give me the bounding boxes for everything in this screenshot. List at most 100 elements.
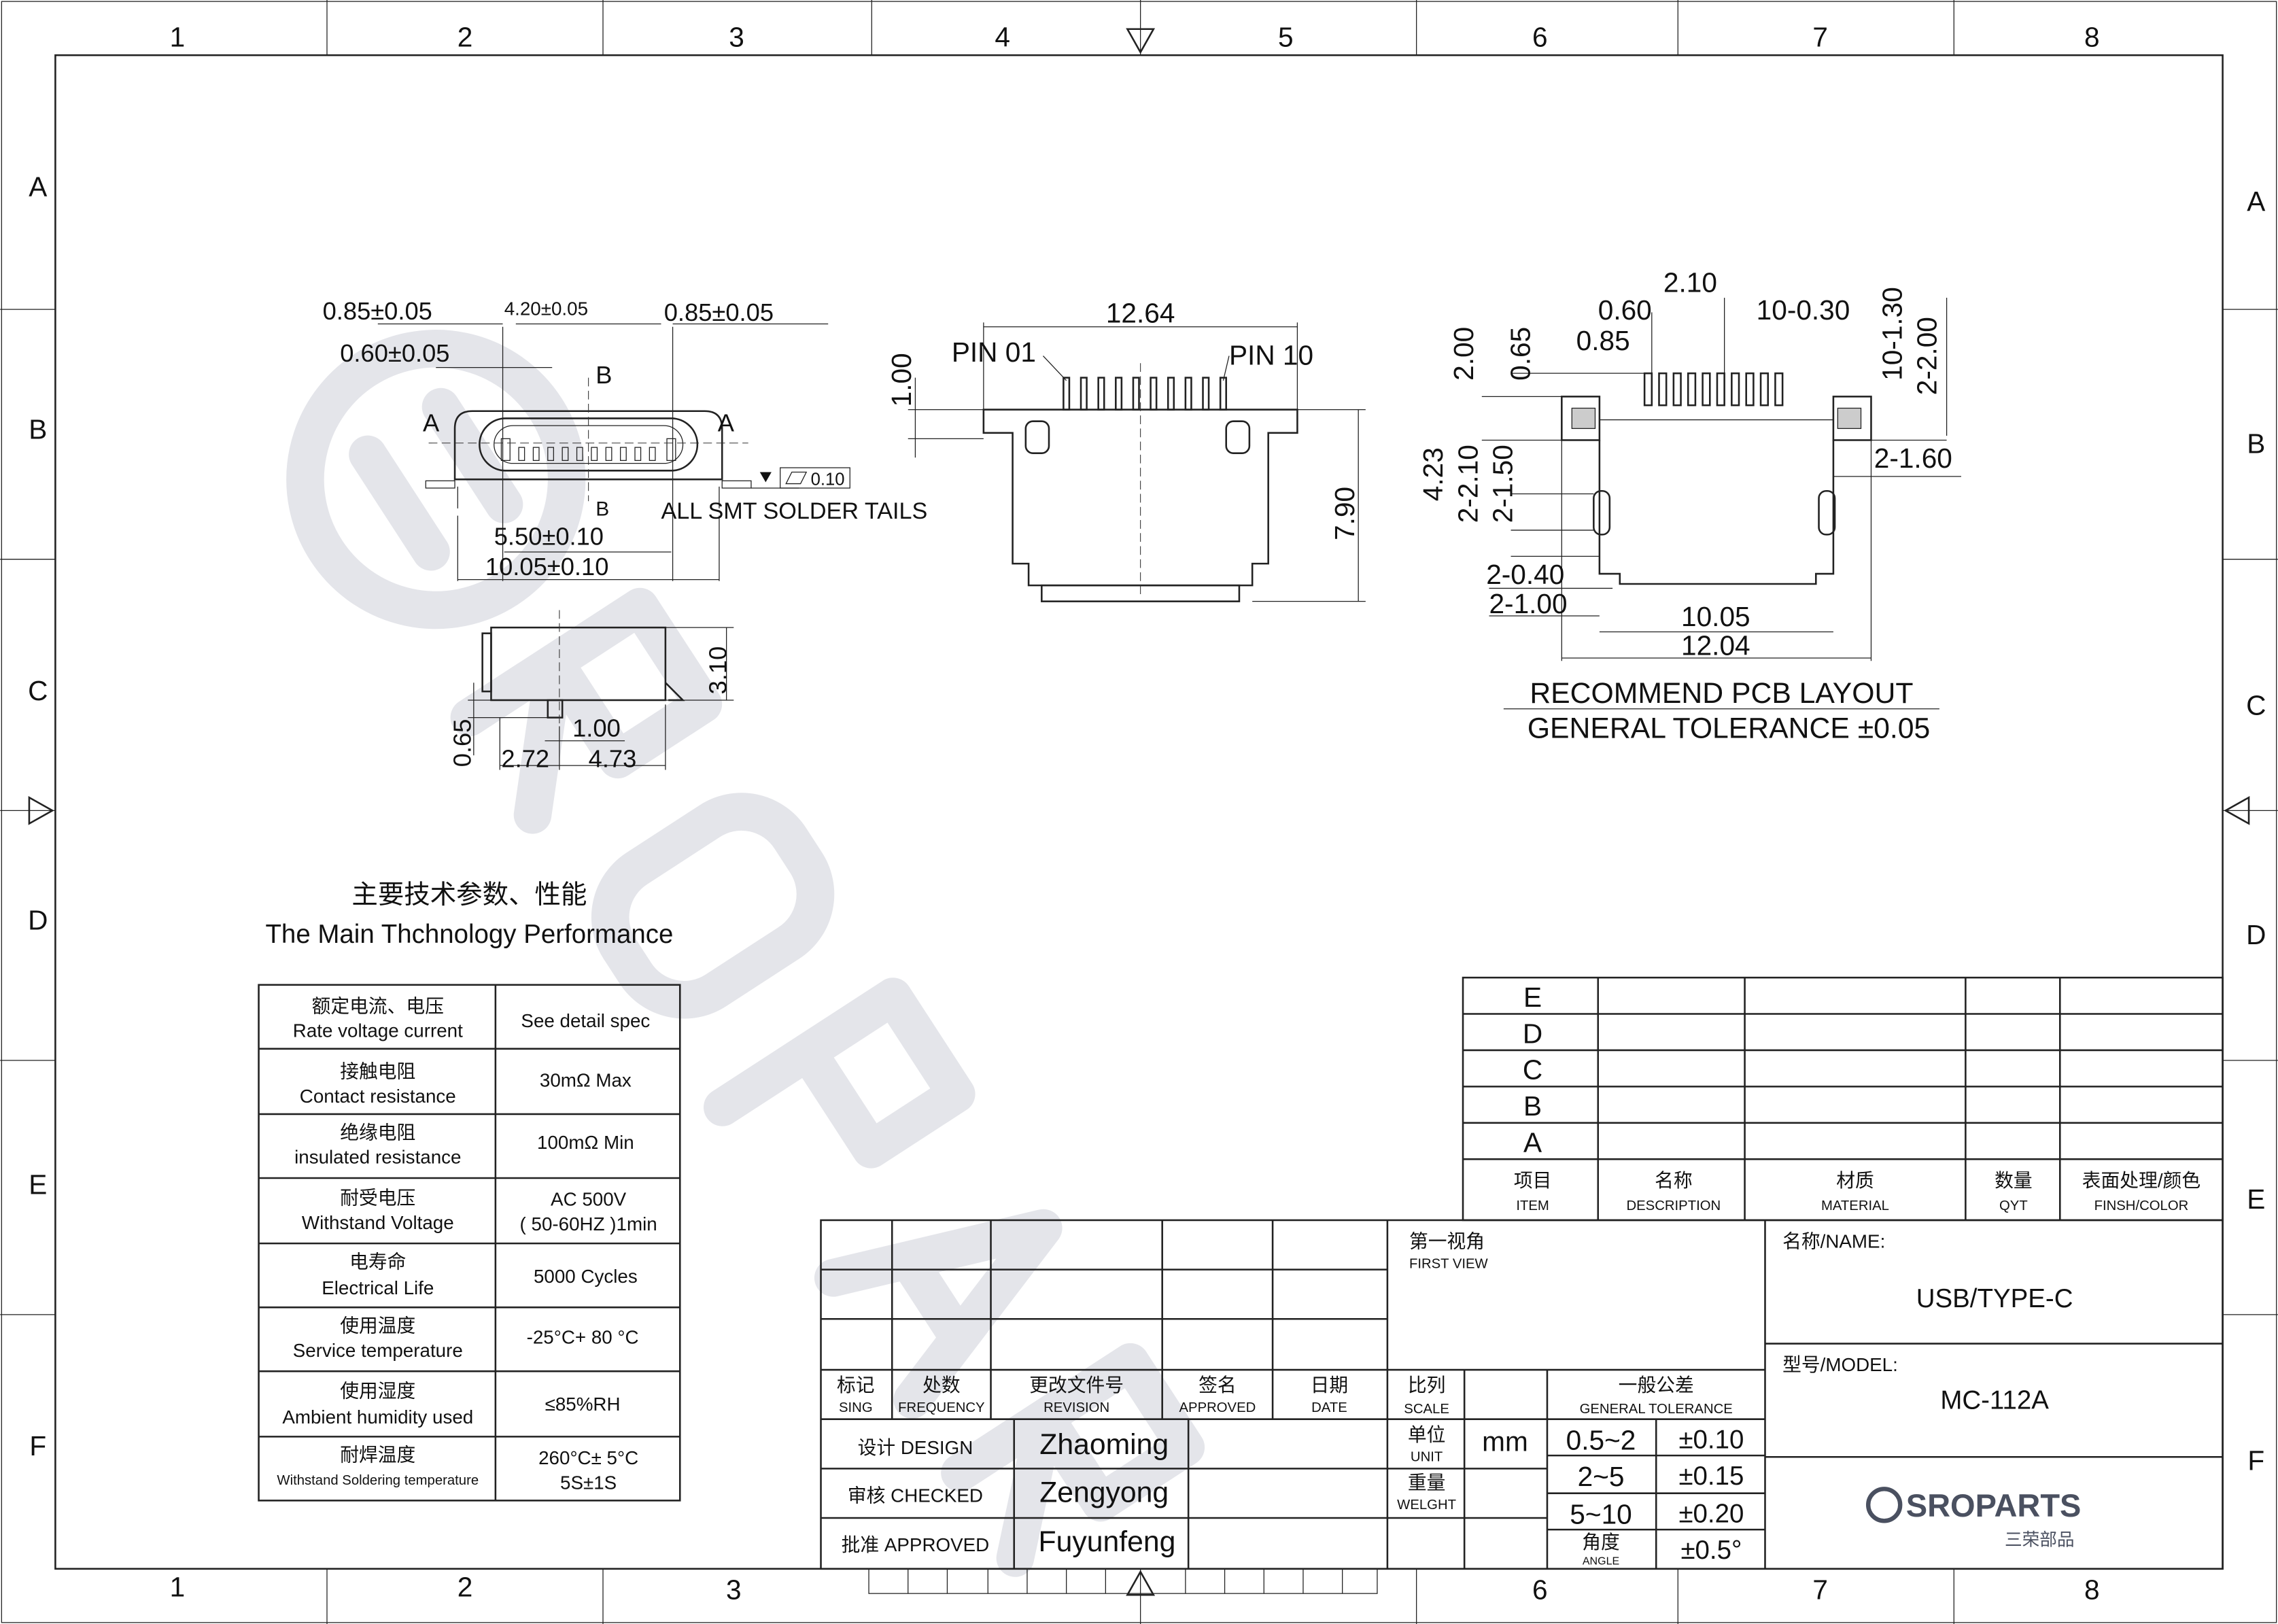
svg-text:A: A (2247, 186, 2265, 217)
svg-text:接触电阻: 接触电阻 (340, 1061, 415, 1082)
row-label: A (1523, 1127, 1542, 1158)
dim-label: 3.10 (704, 646, 732, 695)
row-label: C (1523, 1054, 1542, 1086)
svg-text:30mΩ Max: 30mΩ Max (540, 1069, 632, 1090)
dim-label: 2.00 (1448, 327, 1479, 381)
first-view-cn: 第一视角 (1409, 1231, 1485, 1252)
signoff-role: 审核 CHECKED (848, 1485, 983, 1506)
svg-text:绝缘电阻: 绝缘电阻 (340, 1122, 415, 1143)
svg-text:B: B (29, 413, 47, 445)
change-header: 标记 SING (837, 1375, 875, 1415)
svg-text:2: 2 (458, 21, 473, 52)
dim-label: 5.50±0.10 (494, 522, 604, 550)
svg-text:签名: 签名 (1198, 1375, 1237, 1396)
pcb-layout-title: RECOMMEND PCB LAYOUT (1530, 677, 1913, 710)
svg-text:处数: 处数 (922, 1375, 961, 1396)
front-view: 0.85±0.05 4.20±0.05 0.85±0.05 0.60±0.05 … (323, 297, 927, 581)
tolerance-range: 2~5 (1578, 1461, 1625, 1492)
flatness-icon (785, 471, 808, 485)
dim-label: 0.65 (1504, 327, 1536, 381)
svg-text:额定电流、电压: 额定电流、电压 (312, 995, 444, 1016)
dim-label: 2.72 (501, 744, 549, 772)
svg-text:耐焊温度: 耐焊温度 (340, 1445, 415, 1466)
signoff-name: Fuyunfeng (1039, 1525, 1176, 1558)
dim-label: 12.04 (1681, 630, 1750, 661)
dim-label: 7.90 (1329, 487, 1360, 540)
dim-label: 4.20±0.05 (504, 298, 588, 319)
pin-10-label: PIN 10 (1229, 339, 1313, 370)
svg-text:电寿命: 电寿命 (349, 1251, 406, 1272)
part-name: USB/TYPE-C (1916, 1284, 2073, 1313)
tolerance-value: ±0.15 (1678, 1462, 1744, 1491)
tolerance-value: ±0.20 (1678, 1499, 1744, 1528)
svg-text:See detail spec: See detail spec (521, 1010, 650, 1031)
dim-label: 10-1.30 (1876, 287, 1908, 381)
svg-text:日期: 日期 (1311, 1375, 1349, 1396)
svg-text:260°C± 5°C: 260°C± 5°C (538, 1447, 638, 1468)
svg-text:F: F (29, 1430, 46, 1462)
unit-en: UNIT (1411, 1450, 1443, 1465)
side-view: 3.10 0.65 1.00 2.72 4.73 (449, 610, 734, 772)
dim-label: 0.85±0.05 (664, 298, 774, 326)
svg-text:使用湿度: 使用湿度 (340, 1381, 415, 1402)
svg-text:7: 7 (1812, 21, 1828, 52)
dim-label: 2-0.40 (1486, 559, 1564, 590)
dim-label: 1.00 (572, 714, 621, 742)
signoff-role: 设计 DESIGN (858, 1437, 973, 1458)
svg-text:5S±1S: 5S±1S (560, 1472, 617, 1493)
dim-label: 4.73 (589, 744, 637, 772)
svg-text:标记: 标记 (837, 1375, 875, 1396)
svg-text:5000 Cycles: 5000 Cycles (534, 1266, 638, 1287)
sroparts-logo: SROPARTS 三荣部品 (1865, 1487, 2082, 1550)
center-mark-right (2224, 795, 2250, 825)
smt-note: ALL SMT SOLDER TAILS (661, 498, 927, 524)
svg-text:DATE: DATE (1311, 1400, 1347, 1415)
svg-text:SROPARTS: SROPARTS (1906, 1487, 2082, 1523)
specs-title-en: The Main Thchnology Performance (265, 920, 673, 949)
section-a-label: A (718, 409, 735, 437)
scale-cn: 比列 (1408, 1375, 1446, 1396)
specs-section: 主要技术参数、性能 The Main Thchnology Performanc… (258, 880, 681, 1502)
angle-value: ±0.5° (1680, 1536, 1742, 1565)
dim-label: 2.10 (1663, 267, 1717, 298)
tolerance-range: 0.5~2 (1566, 1425, 1636, 1456)
dim-label: 10.05 (1681, 601, 1750, 632)
svg-text:8: 8 (2084, 1574, 2100, 1606)
unit-value: mm (1482, 1426, 1528, 1457)
svg-text:数量: 数量 (1995, 1170, 2033, 1191)
svg-text:-25°C+ 80 °C: -25°C+ 80 °C (527, 1327, 639, 1348)
svg-text:Withstand Soldering temperatur: Withstand Soldering temperature (277, 1473, 479, 1488)
angle-cn: 角度 (1582, 1532, 1620, 1553)
svg-text:( 50-60HZ )1min: ( 50-60HZ )1min (520, 1213, 657, 1234)
dim-label: 2-2.00 (1912, 317, 1943, 395)
center-mark-bottom (1126, 1570, 1156, 1596)
svg-text:F: F (2247, 1445, 2264, 1476)
tolerance-range: 5~10 (1570, 1499, 1632, 1530)
svg-text:A: A (29, 171, 47, 202)
row-label: B (1523, 1090, 1542, 1122)
svg-text:表面处理/颜色: 表面处理/颜色 (2082, 1170, 2201, 1191)
dim-label: 0.60 (1598, 294, 1652, 326)
svg-text:项目: 项目 (1514, 1170, 1552, 1191)
svg-text:D: D (2246, 919, 2266, 950)
svg-text:SING: SING (839, 1400, 873, 1415)
tolerance-value: ±0.10 (1678, 1425, 1744, 1454)
flatness-frame (780, 467, 850, 489)
dim-label: 10.05±0.10 (485, 553, 608, 581)
svg-text:B: B (2247, 428, 2265, 460)
first-view-en: FIRST VIEW (1409, 1256, 1489, 1271)
svg-text:材质: 材质 (1836, 1170, 1874, 1191)
bottom-strip (868, 1568, 1378, 1594)
